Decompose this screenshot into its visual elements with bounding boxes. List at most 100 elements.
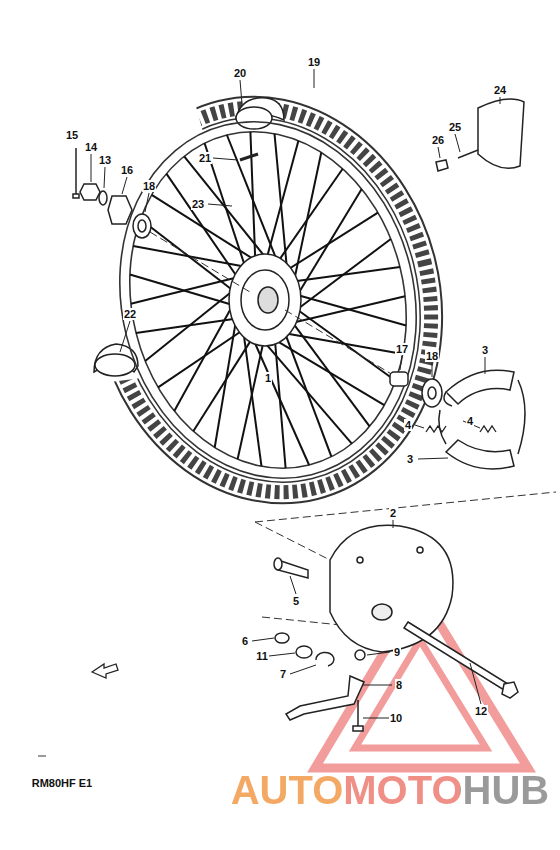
drawing-stroke bbox=[478, 99, 524, 168]
drawing-stroke bbox=[83, 90, 453, 510]
callout-number: 18 bbox=[425, 350, 439, 362]
drawing-stroke bbox=[436, 160, 448, 171]
callout-number: 25 bbox=[448, 121, 462, 133]
drawing-stroke bbox=[133, 214, 151, 238]
drawing-stroke bbox=[455, 134, 460, 152]
drawing-stroke bbox=[330, 525, 453, 652]
drawing-stroke bbox=[91, 154, 92, 182]
spoke bbox=[193, 335, 254, 431]
drawing-stroke bbox=[285, 310, 398, 378]
drawing-stroke bbox=[426, 426, 446, 432]
drawing-stroke bbox=[458, 150, 478, 158]
drawing-stroke bbox=[428, 387, 436, 399]
drawing-stroke bbox=[422, 379, 442, 407]
spoke bbox=[281, 333, 403, 355]
drawing-stroke bbox=[355, 650, 365, 660]
brake-shoes bbox=[439, 370, 525, 469]
spoke bbox=[276, 169, 343, 265]
drawing-stroke bbox=[400, 356, 402, 370]
callout-number: 26 bbox=[431, 134, 445, 146]
callout-number: 18 bbox=[142, 180, 156, 192]
callout-number: 23 bbox=[191, 198, 205, 210]
spoke bbox=[141, 219, 236, 292]
drawing-stroke bbox=[415, 425, 424, 428]
axle bbox=[404, 622, 518, 698]
spoke bbox=[291, 320, 370, 427]
spoke bbox=[285, 213, 378, 272]
drawing-stroke bbox=[75, 148, 77, 196]
drawing-stroke bbox=[290, 665, 316, 674]
drawing-stroke bbox=[393, 520, 394, 528]
spokes bbox=[130, 132, 406, 468]
callout-number: 24 bbox=[493, 84, 507, 96]
drawing-stroke bbox=[95, 102, 441, 498]
drawing-stroke bbox=[52, 59, 485, 540]
drawing-stroke bbox=[470, 663, 481, 704]
drawing-stroke bbox=[255, 522, 330, 560]
drawing-stroke bbox=[240, 80, 242, 104]
drawing-stroke bbox=[480, 426, 496, 432]
callout-number: 1 bbox=[264, 372, 272, 384]
drawing-stroke bbox=[444, 392, 452, 406]
callout-number: 7 bbox=[279, 668, 287, 680]
callout-number: 17 bbox=[395, 343, 409, 355]
drawing-stroke bbox=[363, 718, 389, 719]
spoke bbox=[136, 318, 239, 333]
spoke bbox=[158, 329, 245, 388]
spoke bbox=[284, 330, 332, 457]
spoke bbox=[250, 132, 255, 264]
drawing-stroke bbox=[500, 97, 501, 104]
drawing-stroke bbox=[286, 676, 364, 720]
drawing-stroke bbox=[357, 557, 363, 563]
drawing-stroke bbox=[417, 547, 423, 553]
drawing-stroke bbox=[362, 685, 392, 686]
drawing-stroke bbox=[65, 73, 471, 527]
drawing-stroke bbox=[404, 622, 508, 690]
drawing-stroke bbox=[213, 158, 238, 160]
callout-number: 11 bbox=[255, 650, 269, 662]
callout-number: 20 bbox=[233, 67, 247, 79]
drawing-stroke bbox=[418, 458, 448, 459]
drawing-stroke bbox=[120, 321, 130, 352]
drawing-stroke bbox=[446, 440, 514, 469]
drawing-stroke bbox=[138, 220, 146, 232]
drawing-stroke bbox=[316, 652, 334, 666]
drawing-stroke bbox=[367, 652, 390, 655]
drawing-stroke bbox=[353, 726, 363, 731]
callout-number: 16 bbox=[120, 164, 134, 176]
callout-number: 4 bbox=[466, 415, 474, 427]
drawing-stroke bbox=[372, 604, 392, 620]
drawing-stroke bbox=[275, 633, 289, 643]
drawing-stroke bbox=[236, 107, 272, 129]
drawing-stroke bbox=[438, 147, 440, 158]
valve bbox=[240, 154, 258, 160]
drawing-stroke bbox=[274, 558, 282, 570]
drawing-stroke bbox=[252, 638, 274, 641]
callout-number: 3 bbox=[406, 453, 414, 465]
drawing-stroke bbox=[355, 640, 486, 748]
springs bbox=[426, 426, 496, 432]
drawing-stroke bbox=[208, 204, 232, 206]
drawing-stroke bbox=[255, 492, 556, 522]
leader-lines bbox=[91, 69, 500, 718]
drawing-stroke bbox=[92, 664, 118, 678]
callout-number: 13 bbox=[98, 154, 112, 166]
drawing-stroke bbox=[269, 653, 295, 656]
callout-number: 9 bbox=[393, 646, 401, 658]
callout-number: 12 bbox=[474, 705, 488, 717]
callout-number: 5 bbox=[292, 595, 300, 607]
drawing-stroke bbox=[241, 270, 289, 330]
hub bbox=[229, 254, 301, 346]
spoke bbox=[293, 239, 390, 312]
callout-number: 4 bbox=[404, 419, 412, 431]
callout-number: 10 bbox=[389, 712, 403, 724]
callout-number: 3 bbox=[481, 344, 489, 356]
brake-panel bbox=[274, 525, 453, 731]
drawing-stroke bbox=[229, 254, 301, 346]
model-code: RM80HF E1 bbox=[31, 777, 94, 789]
drawing-stroke bbox=[104, 167, 105, 188]
drawing-stroke bbox=[446, 370, 514, 404]
drawing-stroke bbox=[518, 380, 525, 454]
